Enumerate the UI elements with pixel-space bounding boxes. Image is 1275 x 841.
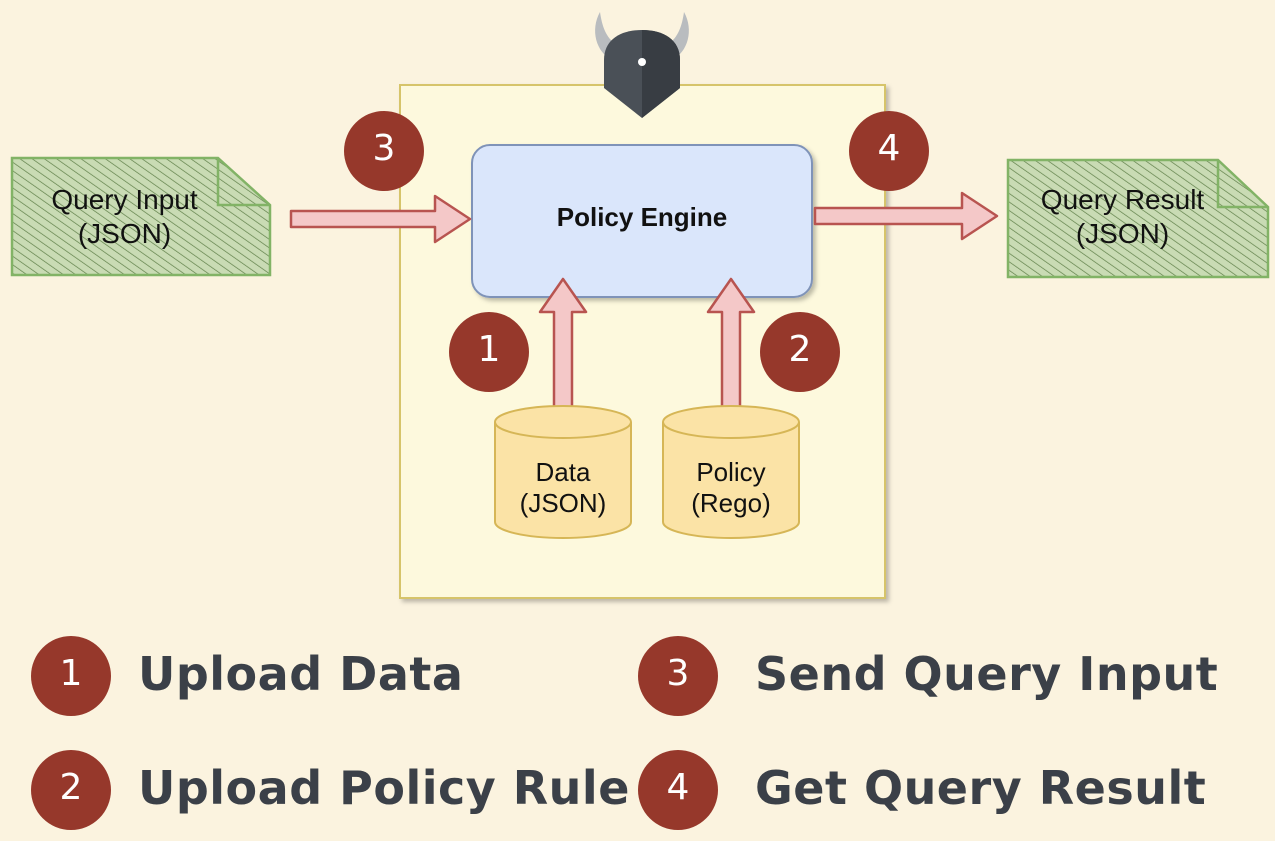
query-result-document bbox=[1006, 158, 1270, 279]
policy-store-line1: Policy bbox=[696, 457, 766, 487]
step-badge-1-number: 1 bbox=[477, 329, 501, 370]
legend-1-number: 1 bbox=[59, 653, 83, 694]
query-input-label: Query Input (JSON) bbox=[12, 183, 237, 250]
step-badge-3 bbox=[344, 111, 424, 191]
legend-1-label: Upload Data bbox=[138, 647, 464, 701]
legend-4-label: Get Query Result bbox=[755, 761, 1207, 815]
policy-engine-label: Policy Engine bbox=[556, 202, 728, 232]
step-badge-2-number: 2 bbox=[788, 329, 812, 370]
query-input-line2: (JSON) bbox=[77, 217, 172, 249]
legend-3-label: Send Query Input bbox=[755, 647, 1219, 701]
data-store-cylinder bbox=[494, 405, 632, 539]
query-result-line2: (JSON) bbox=[1075, 217, 1170, 249]
legend-badge-4 bbox=[638, 750, 718, 830]
step-badge-4 bbox=[849, 111, 929, 191]
arrow-policy-upload bbox=[706, 277, 756, 422]
legend-badge-2 bbox=[31, 750, 111, 830]
policy-engine-box bbox=[471, 144, 813, 298]
data-store-line2: (JSON) bbox=[519, 488, 607, 519]
arrow-query-result bbox=[813, 191, 999, 241]
arrow-data-upload bbox=[538, 277, 588, 422]
opa-viking-helmet-icon bbox=[595, 12, 689, 118]
legend-badge-1 bbox=[31, 636, 111, 716]
step-badge-4-number: 4 bbox=[877, 128, 901, 169]
query-input-line1: Query Input bbox=[51, 184, 198, 215]
policy-store-label: Policy (Rego) bbox=[663, 457, 799, 519]
query-result-label: Query Result (JSON) bbox=[1010, 183, 1235, 250]
legend-3-number: 3 bbox=[666, 653, 690, 694]
step-badge-3-number: 3 bbox=[372, 128, 396, 169]
policy-store-cylinder bbox=[662, 405, 800, 539]
legend-2-label: Upload Policy Rule bbox=[138, 761, 630, 815]
policy-store-line2: (Rego) bbox=[691, 488, 771, 519]
legend-badge-3 bbox=[638, 636, 718, 716]
data-store-label: Data (JSON) bbox=[495, 457, 631, 519]
data-store-line1: Data bbox=[535, 457, 591, 487]
query-result-line1: Query Result bbox=[1040, 184, 1205, 215]
query-input-document bbox=[10, 156, 272, 277]
step-badge-1 bbox=[449, 312, 529, 392]
legend-2-number: 2 bbox=[59, 767, 83, 808]
arrow-query-input bbox=[289, 194, 472, 244]
step-badge-2 bbox=[760, 312, 840, 392]
legend-4-number: 4 bbox=[666, 767, 690, 808]
